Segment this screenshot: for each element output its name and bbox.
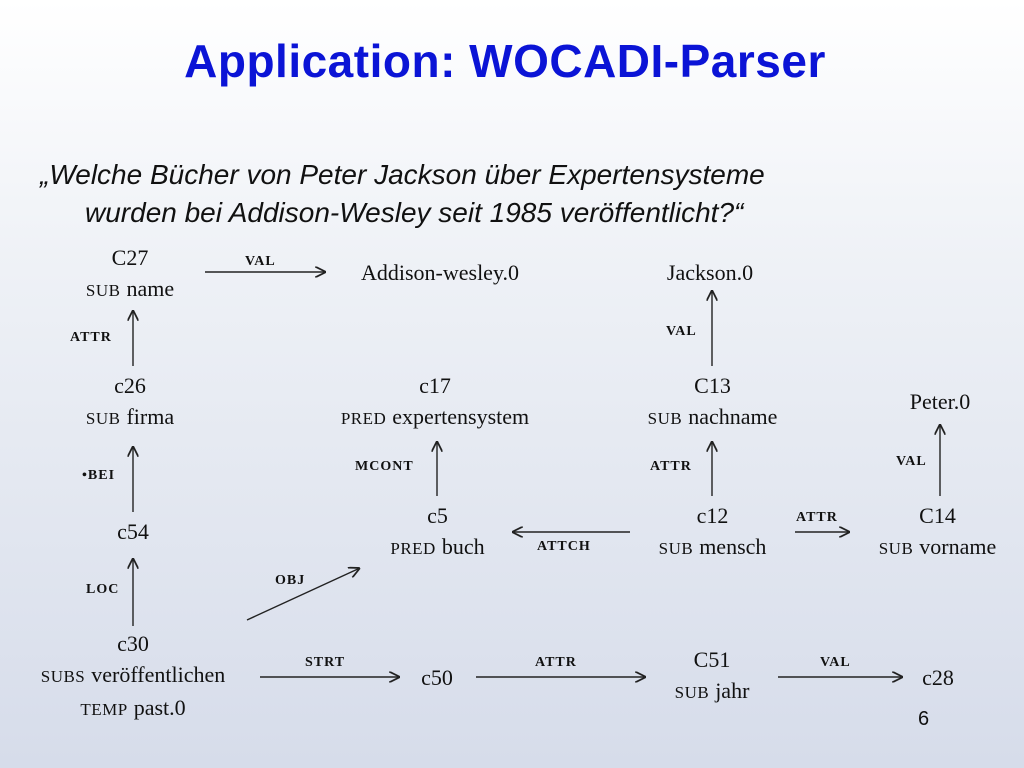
node-c51: C51 SUB jahr	[652, 644, 772, 708]
edge-c30-c5	[246, 568, 360, 621]
node-id: C51	[693, 647, 731, 672]
node-value: expertensystem	[392, 404, 530, 429]
edge-label-bei: •BEI	[82, 468, 116, 483]
node-c28: c28	[908, 662, 968, 693]
node-c26: c26 SUB firma	[60, 370, 200, 434]
node-relation: SUB	[658, 539, 694, 558]
node-value: veröffentlichen	[91, 662, 226, 687]
node-value: nachname	[688, 404, 778, 429]
node-c13: C13 SUB nachname	[625, 370, 800, 434]
edge-label-attr: ATTR	[535, 655, 577, 670]
edge-label-val: VAL	[666, 324, 697, 339]
node-id: c12	[696, 503, 729, 528]
edge-label-attr: ATTR	[796, 510, 838, 525]
node-id: c28	[922, 665, 954, 690]
edge-label-attr: ATTR	[650, 459, 692, 474]
node-id: C13	[694, 373, 731, 398]
node-id: c30	[117, 631, 149, 656]
node-c14: C14 SUB vorname	[860, 500, 1015, 564]
node-c27: C27 SUB name	[60, 242, 200, 306]
edge-label-loc: LOC	[86, 582, 120, 597]
node-c54: c54	[90, 516, 176, 547]
node-c5: c5 PRED buch	[365, 500, 510, 564]
node-relation: SUB	[85, 281, 121, 300]
node-value: past.0	[133, 695, 186, 720]
edge-label-val: VAL	[245, 254, 276, 269]
node-jackson: Jackson.0	[640, 257, 780, 288]
node-id: c5	[427, 503, 448, 528]
node-id: c17	[419, 373, 451, 398]
node-value: name	[126, 276, 175, 301]
question-line-1: „Welche Bücher von Peter Jackson über Ex…	[40, 159, 765, 190]
node-id: C14	[919, 503, 956, 528]
edge-label-attch: ATTCH	[537, 539, 591, 554]
node-value: jahr	[715, 678, 750, 703]
node-value: mensch	[699, 534, 767, 559]
node-id: c50	[421, 665, 453, 690]
node-id: Addison-wesley.0	[360, 260, 520, 285]
node-addison-wesley: Addison-wesley.0	[330, 257, 550, 288]
node-id: Peter.0	[909, 389, 971, 414]
edge-label-mcont: MCONT	[355, 459, 414, 474]
node-c17: c17 PRED expertensystem	[310, 370, 560, 434]
node-value: vorname	[919, 534, 997, 559]
node-relation: SUB	[674, 683, 710, 702]
node-relation: SUB	[878, 539, 914, 558]
node-relation: SUB	[647, 409, 683, 428]
example-question: „Welche Bücher von Peter Jackson über Ex…	[40, 156, 940, 232]
node-relation: SUB	[85, 409, 121, 428]
node-value: firma	[126, 404, 175, 429]
node-id: Jackson.0	[666, 260, 754, 285]
edge-label-attr: ATTR	[70, 330, 112, 345]
question-line-2: wurden bei Addison-Wesley seit 1985 verö…	[85, 197, 744, 228]
node-peter: Peter.0	[880, 386, 1000, 417]
edge-label-val: VAL	[896, 454, 927, 469]
node-relation: PRED	[340, 409, 387, 428]
edge-label-strt: STRT	[305, 655, 346, 670]
node-id: c26	[114, 373, 146, 398]
edge-label-obj: OBJ	[275, 573, 306, 588]
node-value: buch	[441, 534, 485, 559]
node-c12: c12 SUB mensch	[640, 500, 785, 564]
node-id: c54	[117, 519, 149, 544]
node-relation: SUBS	[40, 667, 86, 686]
node-id: C27	[111, 245, 149, 270]
node-c30: c30 SUBS veröffentlichen TEMP past.0	[18, 628, 248, 725]
page-title: Application: WOCADI-Parser	[184, 35, 826, 87]
node-c50: c50	[402, 662, 472, 693]
edge-label-val: VAL	[820, 655, 851, 670]
page-number: 6	[918, 708, 930, 730]
node-relation: PRED	[390, 539, 436, 558]
node-relation: TEMP	[80, 700, 128, 719]
